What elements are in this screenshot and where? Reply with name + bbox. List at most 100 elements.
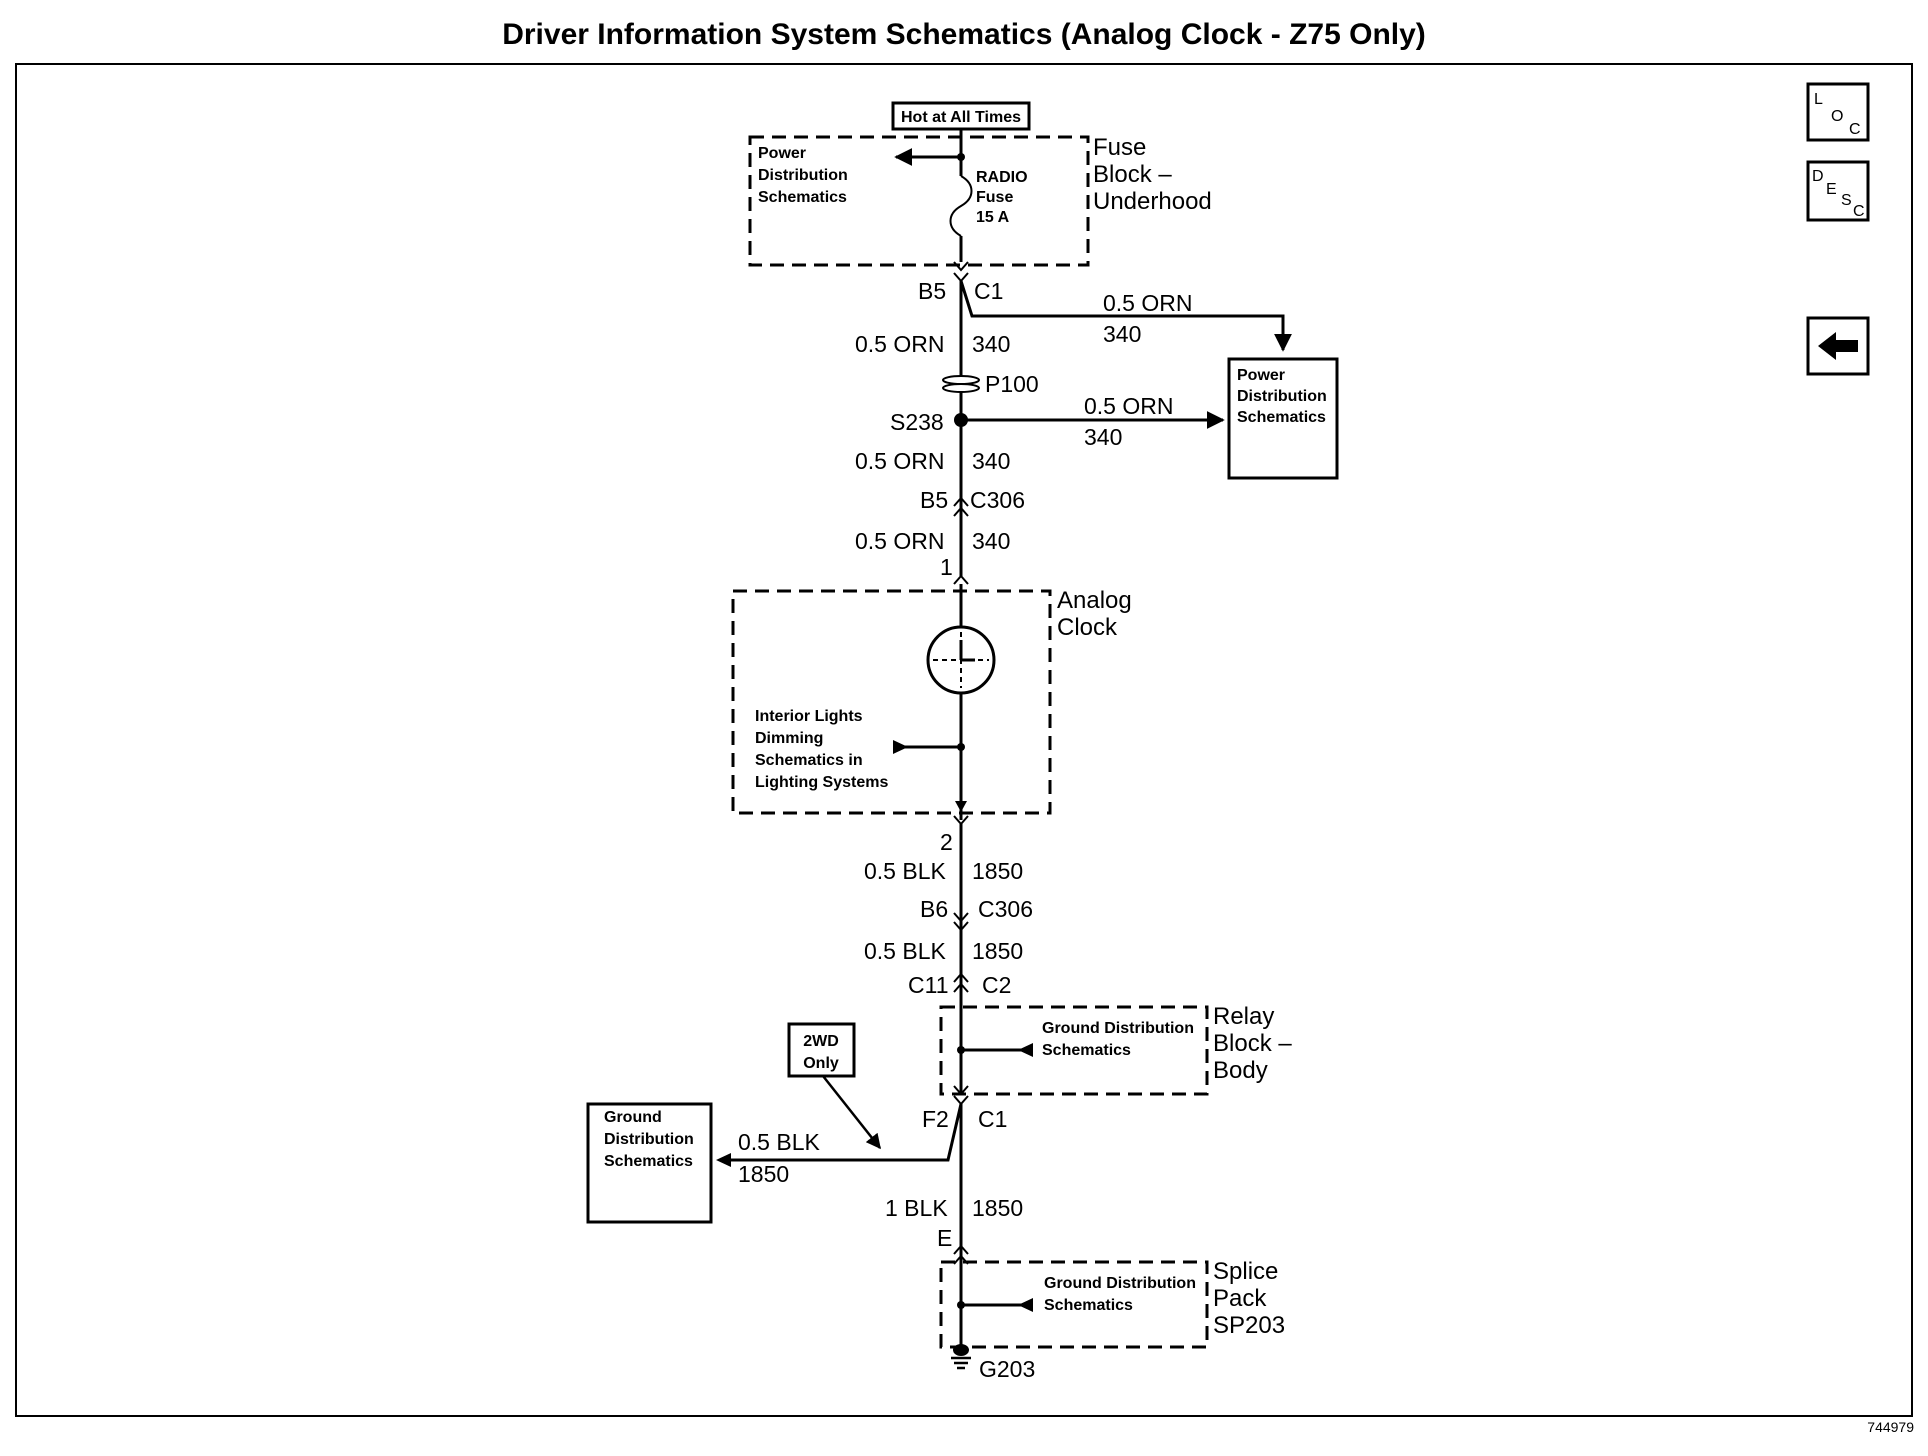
twowd-line1: 2WD xyxy=(803,1033,839,1050)
heavy-blk-circuit: 1850 xyxy=(972,1195,1023,1221)
splice-pack-sp203 xyxy=(939,1260,1209,1349)
relay-out-name: C1 xyxy=(978,1106,1007,1132)
dimming-line2: Dimming xyxy=(755,730,823,747)
c306-top-pin: B5 xyxy=(920,487,948,513)
main-blk-gauge-2: 0.5 BLK xyxy=(864,938,946,964)
fuse-block-name-line1: Fuse xyxy=(1093,134,1146,161)
desc-letter-c2: C xyxy=(1853,203,1865,220)
main-orn-circuit-2: 340 xyxy=(972,448,1010,474)
loc-letter-l: L xyxy=(1814,91,1823,108)
p100-label: P100 xyxy=(985,371,1039,397)
radio-fuse-line3: 15 A xyxy=(976,209,1010,226)
p100-passthrough xyxy=(942,375,980,393)
main-blk-circuit-1: 1850 xyxy=(972,858,1023,884)
main-orn-gauge-3: 0.5 ORN xyxy=(855,528,944,554)
relay-in-pin: C11 xyxy=(908,972,949,998)
main-orn-circuit-3: 340 xyxy=(972,528,1010,554)
splice-gds-arrow-icon xyxy=(1018,1298,1033,1312)
loc-button[interactable]: L O C xyxy=(1806,82,1870,142)
page-title: Driver Information System Schematics (An… xyxy=(502,18,1426,51)
clock-pin-1: 1 xyxy=(940,554,953,580)
connector-relay-c2 xyxy=(953,972,969,993)
main-blk-circuit-2: 1850 xyxy=(972,938,1023,964)
twowd-line2: Only xyxy=(803,1055,839,1072)
relay-gds-line1: Ground Distribution xyxy=(1042,1020,1194,1037)
clock-out-arrow xyxy=(955,801,967,812)
s238-branch-gauge: 0.5 ORN xyxy=(1084,393,1173,419)
pds-box-line2: Distribution xyxy=(1237,388,1327,405)
fuse-pds-line1: Power xyxy=(758,145,806,162)
analog-clock-component xyxy=(731,589,1052,815)
splice-pin: E xyxy=(937,1225,952,1251)
relay-block-name-line1: Relay xyxy=(1213,1003,1274,1030)
analog-clock-name-line2: Clock xyxy=(1057,614,1118,641)
splice-pack-name-line3: SP203 xyxy=(1213,1312,1285,1339)
connector-c1-top xyxy=(953,261,969,283)
c306-bot-pin: B6 xyxy=(920,896,948,922)
clock-icon xyxy=(926,625,996,695)
dimming-arrow-icon xyxy=(893,740,908,754)
figure-code: 744979 xyxy=(1867,1419,1914,1435)
radio-fuse-symbol xyxy=(949,157,973,262)
pds-box-line3: Schematics xyxy=(1237,409,1326,426)
desc-letter-d: D xyxy=(1812,168,1824,185)
fuse-block-name-line3: Underhood xyxy=(1093,188,1212,215)
orn-branch-top-gauge: 0.5 ORN xyxy=(1103,290,1192,316)
fuse-pds-line3: Schematics xyxy=(758,189,847,206)
connector-c306-top xyxy=(953,496,969,517)
pds-box-line1: Power xyxy=(1237,367,1285,384)
hot-at-all-times-label: Hot at All Times xyxy=(891,101,1031,131)
loc-letter-o: O xyxy=(1831,108,1843,125)
gds-box-line3: Schematics xyxy=(604,1153,693,1170)
splice-gds-line1: Ground Distribution xyxy=(1044,1275,1196,1292)
dimming-line3: Schematics in xyxy=(755,752,863,769)
ground-label: G203 xyxy=(979,1356,1035,1382)
relay-out-pin: F2 xyxy=(922,1106,949,1132)
radio-fuse-line2: Fuse xyxy=(976,189,1013,206)
main-orn-circuit-1: 340 xyxy=(972,331,1010,357)
relay-block-body xyxy=(939,1005,1209,1096)
diagram-frame xyxy=(15,63,1913,1417)
desc-button[interactable]: D E S C xyxy=(1806,160,1870,222)
back-arrow-icon xyxy=(1818,332,1858,360)
blk-branch-gauge: 0.5 BLK xyxy=(738,1129,820,1155)
dimming-line1: Interior Lights xyxy=(755,708,863,725)
c306-bot-name: C306 xyxy=(978,896,1033,922)
ground-icon xyxy=(951,1344,971,1370)
c306-top-name: C306 xyxy=(970,487,1025,513)
gds-box-line2: Distribution xyxy=(604,1131,694,1148)
dimming-line4: Lighting Systems xyxy=(755,774,888,791)
c1-top-name: C1 xyxy=(974,278,1003,304)
splice-gds-line2: Schematics xyxy=(1044,1297,1133,1314)
power-distribution-box xyxy=(1227,357,1339,480)
s238-branch-circuit: 340 xyxy=(1084,424,1122,450)
desc-letter-e: E xyxy=(1826,181,1837,198)
clock-pin-1-connector xyxy=(953,574,969,585)
gds-box-line1: Ground xyxy=(604,1109,662,1126)
loc-letter-c: C xyxy=(1849,121,1861,138)
splice-pack-name-line2: Pack xyxy=(1213,1285,1267,1312)
clock-pin-2: 2 xyxy=(940,829,953,855)
main-orn-gauge-2: 0.5 ORN xyxy=(855,448,944,474)
blk-branch-arrow-icon xyxy=(716,1153,731,1167)
svg-text:Hot at All Times: Hot at All Times xyxy=(901,109,1021,126)
splice-pack-name-line1: Splice xyxy=(1213,1258,1278,1285)
twowd-only-note xyxy=(787,1022,856,1078)
back-button[interactable] xyxy=(1806,316,1870,376)
blk-branch-wire xyxy=(724,1103,963,1162)
fuse-block-name-line2: Block – xyxy=(1093,161,1172,188)
radio-fuse-line1: RADIO xyxy=(976,169,1028,186)
connector-c306-bottom xyxy=(953,912,969,932)
main-orn-gauge-1: 0.5 ORN xyxy=(855,331,944,357)
fuse-block-underhood xyxy=(748,135,1090,267)
relay-gds-arrow-icon xyxy=(1018,1043,1033,1057)
ground-distribution-box xyxy=(586,1102,713,1224)
s238-label: S238 xyxy=(890,409,944,435)
c1-top-pin: B5 xyxy=(918,278,946,304)
desc-letter-s: S xyxy=(1841,192,1852,209)
relay-block-name-line3: Body xyxy=(1213,1057,1268,1084)
relay-block-name-line2: Block – xyxy=(1213,1030,1292,1057)
fuse-pds-line2: Distribution xyxy=(758,167,848,184)
heavy-blk-gauge: 1 BLK xyxy=(885,1195,948,1221)
